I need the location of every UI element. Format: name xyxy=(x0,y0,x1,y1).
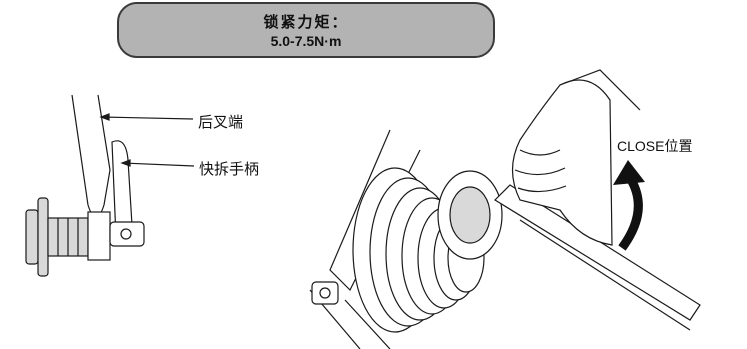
dropout-label: 后叉端 xyxy=(198,114,244,131)
torque-value: 5.0-7.5N·m xyxy=(270,33,342,49)
hub-lever-diagram xyxy=(309,69,701,349)
quick-release-lever-label: 快拆手柄 xyxy=(199,161,260,178)
close-position-label: CLOSE位置 xyxy=(617,138,693,154)
torque-spec-box: 锁紧力矩： 5.0-7.5N·m xyxy=(117,2,495,58)
dropout-diagram xyxy=(25,94,195,277)
curved-arrow-icon xyxy=(613,160,645,251)
torque-title: 锁紧力矩： xyxy=(263,14,349,31)
